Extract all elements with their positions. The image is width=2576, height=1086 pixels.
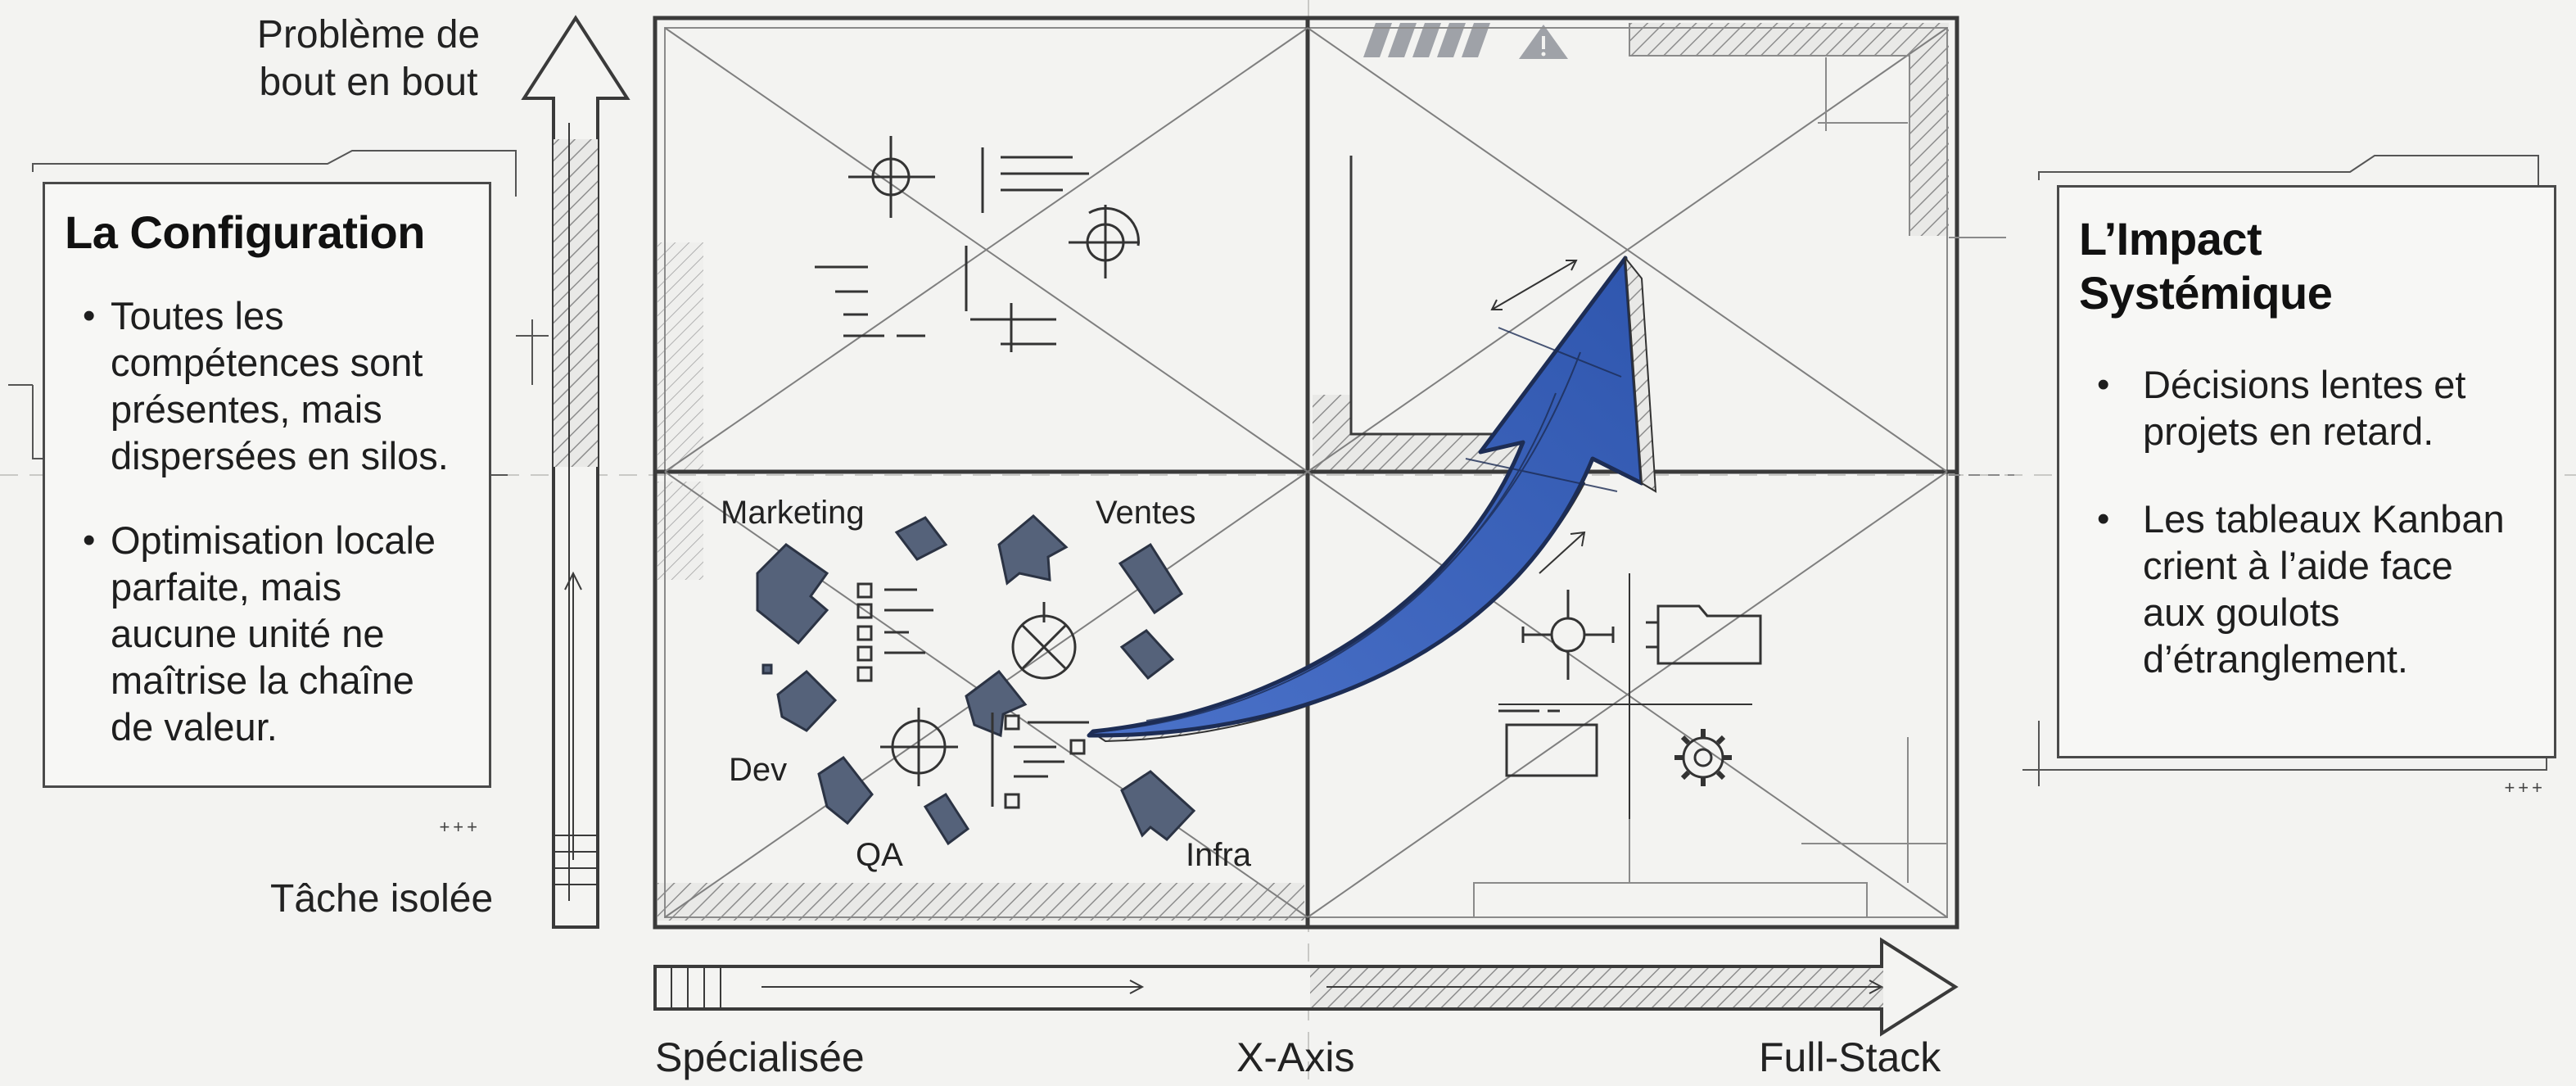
silo-blocks xyxy=(756,514,1196,846)
gear-icon xyxy=(1674,729,1732,786)
left-card-bullet: Optimisation locale parfaite, mais aucun… xyxy=(65,517,469,750)
right-card-bullets: Décisions lentes et projets en retard. L… xyxy=(2079,361,2534,682)
warning-icon xyxy=(1519,25,1568,59)
right-card-corner-mark: +++ xyxy=(2504,777,2546,798)
dept-label-dev: Dev xyxy=(729,752,788,788)
crosshair-icon xyxy=(848,136,1140,278)
left-card-corner-mark: +++ xyxy=(439,817,481,837)
dept-label-qa: QA xyxy=(856,837,903,873)
warning-stripes xyxy=(1363,23,1490,57)
dpad-icon xyxy=(1521,590,1615,680)
right-info-card: L’Impact Systémique Décisions lentes et … xyxy=(2057,185,2556,798)
cross-circle-icon xyxy=(1011,602,1077,680)
right-card-bullet: Les tableaux Kanban crient à l’aide face… xyxy=(2079,495,2534,682)
x-axis-right-label: Full-Stack xyxy=(1759,1034,1941,1080)
growth-arrow xyxy=(1087,255,1657,743)
dept-label-ventes: Ventes xyxy=(1096,495,1196,531)
dept-label-marketing: Marketing xyxy=(721,495,865,531)
right-card-bullet: Décisions lentes et projets en retard. xyxy=(2079,361,2534,455)
checklist-left xyxy=(856,582,933,682)
dept-label-infra: Infra xyxy=(1186,837,1252,873)
quadrant-grid xyxy=(653,16,2014,930)
y-axis-bottom-label: Tâche isolée xyxy=(270,877,494,921)
left-info-card: La Configuration Toutes les compétences … xyxy=(43,182,491,837)
left-card-title: La Configuration xyxy=(65,206,425,258)
x-axis-arrow xyxy=(653,937,1959,1037)
checklist-right xyxy=(991,713,1089,809)
y-axis-arrow xyxy=(521,15,630,929)
x-axis-center-label: X-Axis xyxy=(1236,1034,1355,1080)
left-card-bullet: Toutes les compétences sont présentes, m… xyxy=(65,292,469,479)
x-axis-left-label: Spécialisée xyxy=(655,1034,865,1080)
folder-icon xyxy=(1646,604,1762,665)
target-icon xyxy=(880,708,958,786)
y-axis-top-label: Problème de bout en bout xyxy=(256,13,481,104)
frame-icon xyxy=(1498,709,1598,777)
blueprint-lines xyxy=(815,147,1089,352)
left-card-bullets: Toutes les compétences sont présentes, m… xyxy=(65,292,469,750)
right-card-title: L’Impact Systémique xyxy=(2079,213,2333,319)
